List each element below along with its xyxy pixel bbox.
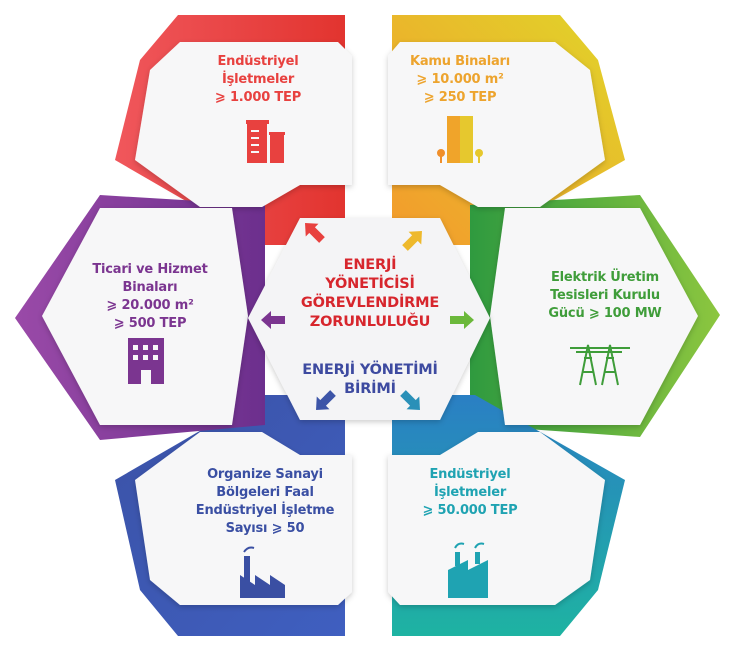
arrow-top-left-icon — [305, 223, 325, 243]
label-line: Sayısı ⩾ 50 — [225, 521, 305, 536]
center-title: ENERJİ YÖNETİCİSİ GÖREVLENDİRME ZORUNLUL… — [290, 256, 450, 332]
label-line: ⩾ 50.000 TEP — [422, 503, 518, 518]
center-subtitle: ENERJİ YÖNETİMİ BİRİMİ — [290, 361, 450, 399]
label-top-right: Kamu Binaları ⩾ 10.000 m² ⩾ 250 TEP — [380, 53, 540, 107]
label-line: ⩾ 1.000 TEP — [214, 90, 302, 105]
arrow-right-icon — [450, 311, 474, 329]
label-bottom-right: Endüstriyel İşletmeler ⩾ 50.000 TEP — [390, 466, 550, 520]
label-line: Kamu Binaları — [409, 54, 511, 69]
label-line: Binaları — [122, 280, 178, 295]
public-building-icon — [437, 116, 483, 163]
subtitle-line: BİRİMİ — [344, 381, 396, 397]
label-line: Elektrik Üretim — [550, 270, 660, 285]
title-line: ZORUNLULUĞU — [309, 314, 431, 330]
label-right: Elektrik Üretim Tesisleri Kurulu Gücü ⩾ … — [525, 269, 685, 323]
title-line: GÖREVLENDİRME — [300, 295, 440, 311]
card-top-right — [388, 42, 605, 207]
label-line: Endüstriyel İşletme — [195, 503, 335, 518]
arrow-bottom-right-icon — [400, 390, 420, 410]
card-bottom-left — [135, 432, 352, 605]
title-line: ENERJİ — [343, 257, 397, 273]
label-line: Organize Sanayi — [207, 467, 323, 482]
label-line: Ticari ve Hizmet — [92, 262, 208, 277]
card-top-left — [135, 42, 352, 207]
card-left — [42, 208, 248, 425]
arrow-top-right-icon — [402, 231, 422, 251]
label-line: Bölgeleri Faal — [216, 485, 314, 500]
label-top-left: Endüstriyel İşletmeler ⩾ 1.000 TEP — [178, 53, 338, 107]
label-line: Endüstriyel — [217, 54, 299, 69]
card-bottom-right — [388, 432, 605, 605]
industrial-building-icon — [246, 120, 285, 163]
label-bottom-left: Organize Sanayi Bölgeleri Faal Endüstriy… — [180, 466, 350, 538]
label-line: ⩾ 20.000 m² — [106, 298, 194, 313]
label-line: Tesisleri Kurulu — [550, 288, 660, 303]
label-line: İşletmeler — [433, 485, 507, 500]
label-line: ⩾ 500 TEP — [113, 316, 187, 331]
arrow-bottom-left-icon — [316, 390, 336, 410]
label-line: Endüstriyel — [429, 467, 511, 482]
power-tower-icon — [570, 344, 630, 386]
office-building-icon — [128, 338, 164, 384]
label-line: Gücü ⩾ 100 MW — [548, 306, 662, 321]
title-line: YÖNETİCİSİ — [325, 276, 415, 292]
label-line: ⩾ 250 TEP — [423, 90, 497, 105]
label-line: ⩾ 10.000 m² — [416, 72, 504, 87]
card-right — [490, 208, 698, 425]
center-hexagon — [248, 218, 490, 420]
arrow-left-icon — [261, 311, 285, 329]
factory-icon — [448, 542, 488, 598]
subtitle-line: ENERJİ YÖNETİMİ — [302, 362, 438, 378]
label-line: İşletmeler — [221, 72, 295, 87]
factory-chimney-icon — [240, 546, 285, 598]
label-left: Ticari ve Hizmet Binaları ⩾ 20.000 m² ⩾ … — [70, 261, 230, 333]
